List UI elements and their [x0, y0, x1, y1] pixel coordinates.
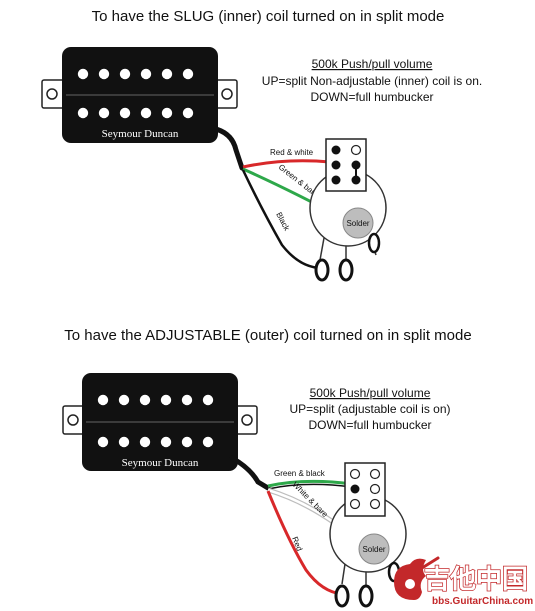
humbucker-pickup: Seymour Duncan: [62, 373, 258, 471]
note-heading: 500k Push/pull volume: [310, 386, 431, 400]
note-line-1: UP=split (adjustable coil is on): [289, 402, 450, 416]
pot-lug-1: [334, 584, 350, 608]
diagram-1-title: To have the SLUG (inner) coil turned on …: [92, 8, 445, 25]
guitar-logo-icon: [394, 556, 440, 600]
watermark-chinese: 吉他中国: [424, 564, 528, 594]
mounting-screw-right: [241, 414, 253, 426]
mounting-screw-right: [221, 88, 233, 100]
switch-lug: [349, 468, 361, 480]
mounting-screw-left: [46, 88, 58, 100]
pickup-cable: [209, 125, 245, 171]
humbucker-pickup: Seymour Duncan: [41, 47, 238, 143]
solder-blob: [358, 533, 390, 565]
push-pull-pot: Solder: [309, 138, 387, 282]
switch-lug: [350, 484, 360, 494]
wire-label-bottom: Red: [290, 535, 304, 552]
watermark-url: bbs.GuitarChina.com: [432, 596, 533, 607]
switch-lug: [350, 144, 362, 156]
brand-label: Seymour Duncan: [102, 128, 179, 140]
pot-description: 500k Push/pull volume UP=split Non-adjus…: [262, 57, 482, 104]
switch-lug: [369, 498, 381, 510]
wire-black: [241, 169, 323, 270]
wire-label-bottom: Black: [274, 211, 292, 233]
wire-label-top: Green & black: [274, 469, 326, 478]
diagram-2-title: To have the ADJUSTABLE (outer) coil turn…: [64, 327, 471, 344]
switch-lug: [369, 483, 381, 495]
solder-blob: [342, 207, 374, 239]
switch-lug: [349, 498, 361, 510]
mounting-screw-left: [67, 414, 79, 426]
solder-label: Solder: [362, 545, 385, 554]
switch-lug: [331, 175, 341, 185]
watermark: 吉他中国 bbs.GuitarChina.com: [394, 556, 533, 607]
switch-lug: [331, 160, 341, 170]
pot-lug-1: [314, 258, 330, 282]
wire-red: [266, 490, 343, 596]
pot-description: 500k Push/pull volume UP=split (adjustab…: [289, 386, 450, 432]
wire-red-white: [242, 159, 331, 169]
solder-label: Solder: [346, 219, 369, 228]
wire-label-top: Red & white: [270, 148, 314, 157]
brand-label: Seymour Duncan: [122, 457, 199, 469]
note-line-1: UP=split Non-adjustable (inner) coil is …: [262, 74, 482, 88]
pot-lug-2: [358, 584, 374, 608]
pot-lug-2: [338, 258, 354, 282]
pot-lug-3: [367, 232, 381, 254]
pickup-cable: [229, 455, 271, 491]
switch-lug: [369, 468, 381, 480]
note-line-2: DOWN=full humbucker: [308, 418, 431, 432]
switch-lug: [331, 145, 341, 155]
diagram-slug-coil: To have the SLUG (inner) coil turned on …: [41, 8, 482, 282]
note-heading: 500k Push/pull volume: [312, 57, 433, 71]
note-line-2: DOWN=full humbucker: [310, 90, 433, 104]
wire-green-black: [267, 479, 353, 488]
wire-green-black-stripe: [267, 483, 353, 490]
